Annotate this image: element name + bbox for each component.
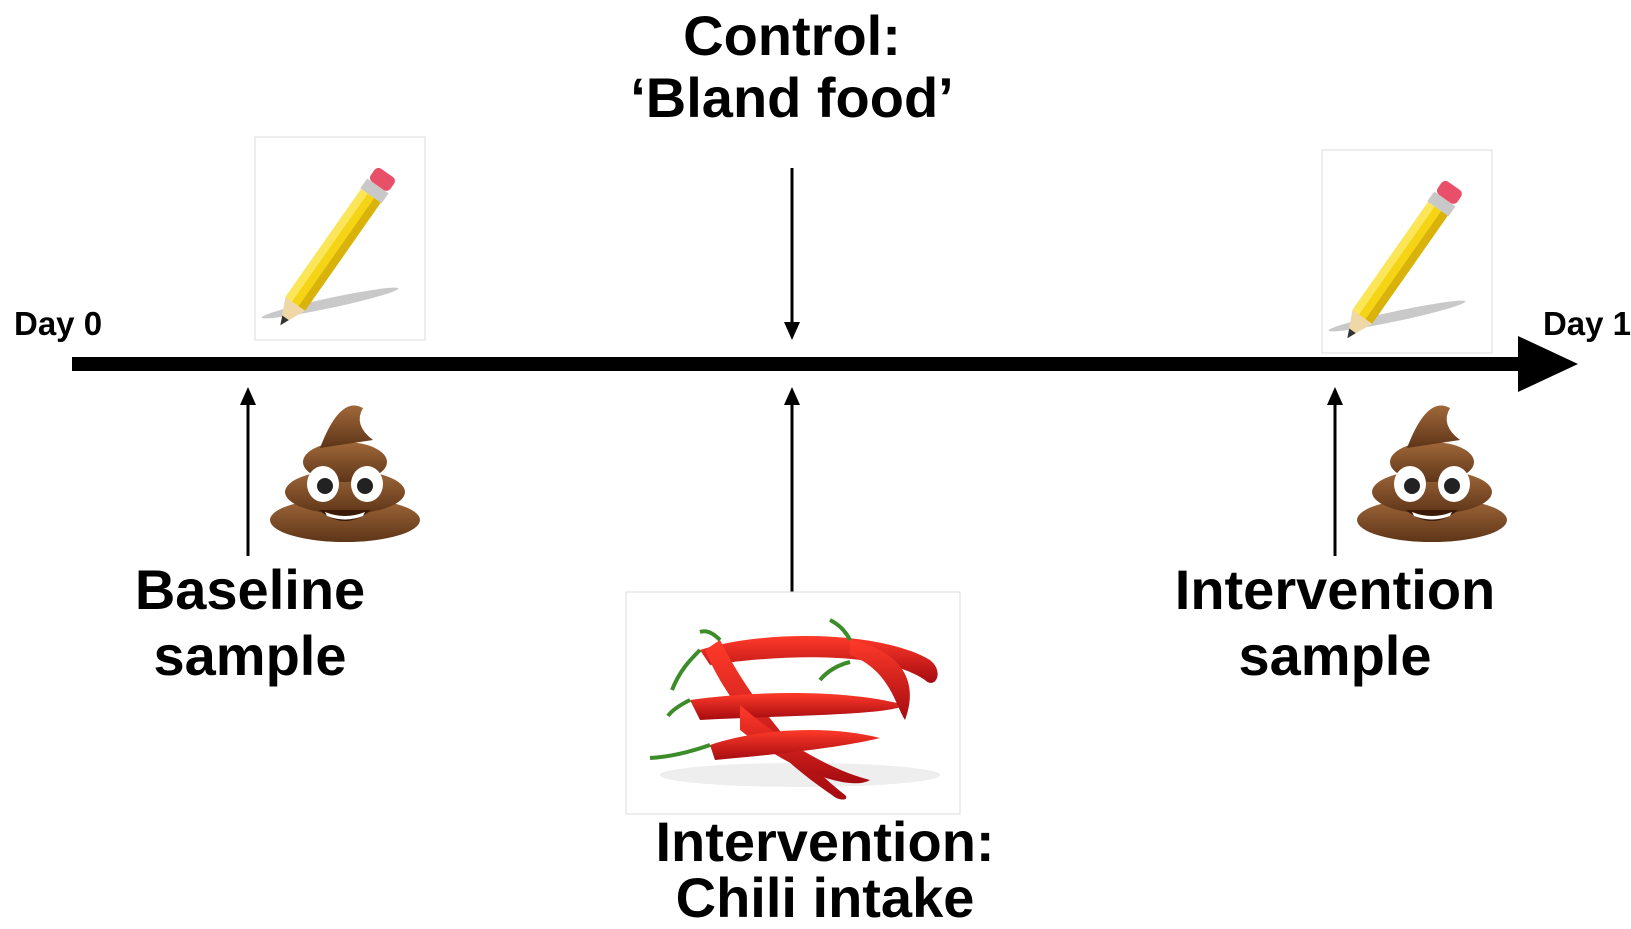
control-title: Control: bbox=[683, 4, 901, 67]
intervention-sample-label-line1: Intervention bbox=[1174, 558, 1496, 621]
baseline-arrow bbox=[240, 387, 256, 556]
intervention-sample-label-line2: sample bbox=[1238, 624, 1432, 687]
timeline-arrow bbox=[72, 336, 1578, 392]
baseline-label-line2: sample bbox=[153, 624, 347, 687]
day-start-label: Day 0 bbox=[14, 305, 103, 342]
day-end-label: Day 1 bbox=[1542, 305, 1631, 342]
control-subtitle: ‘Bland food’ bbox=[630, 66, 954, 129]
baseline-label-line1: Baseline bbox=[134, 558, 366, 621]
poop-emoji-icon bbox=[1357, 405, 1507, 542]
intervention-label-line1: Intervention: bbox=[655, 810, 995, 873]
pencil-icon bbox=[1321, 149, 1493, 354]
control-arrow bbox=[784, 168, 800, 340]
intervention-label-line2: Chili intake bbox=[675, 866, 975, 929]
intervention-sample-arrow bbox=[1327, 387, 1343, 556]
chili-peppers-image bbox=[625, 591, 961, 815]
pencil-icon bbox=[254, 136, 426, 341]
poop-emoji-icon bbox=[270, 405, 420, 542]
intervention-arrow bbox=[784, 387, 800, 592]
